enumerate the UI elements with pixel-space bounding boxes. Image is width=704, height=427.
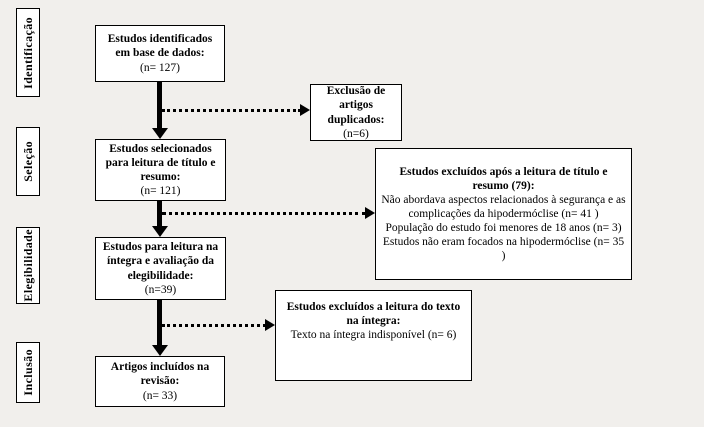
arrow-down-3-line — [157, 300, 162, 346]
stage-label-inclusao: Inclusão — [16, 342, 40, 403]
flow-box-identified: Estudos identificados em base de dados: … — [95, 25, 225, 82]
exclusion-reason: Texto na íntegra indisponível (n= 6) — [290, 329, 457, 342]
exclusion-box-title-abstract: Estudos excluídos após a leitura de títu… — [375, 148, 632, 280]
flow-box-screened: Estudos selecionados para leitura de tít… — [95, 139, 226, 201]
exclusion-box-title: Estudos excluídos a leitura do texto na … — [286, 301, 461, 328]
exclusion-reason: Não abordava aspectos relacionados à seg… — [381, 193, 626, 220]
exclusion-reason: Estudos não eram focados na hipodermócli… — [382, 236, 625, 263]
arrow-down-1-line — [157, 82, 162, 129]
exclusion-box-fulltext: Estudos excluídos a leitura do texto na … — [275, 290, 472, 381]
flow-box-title: Artigos incluídos na revisão: — [110, 361, 210, 388]
flow-box-included: Artigos incluídos na revisão: (n= 33) — [95, 356, 225, 407]
stage-label-text: Elegibilidade — [20, 229, 35, 302]
flow-box-title: Estudos selecionados para leitura de tít… — [105, 142, 216, 183]
flow-box-count: (n=39) — [144, 283, 177, 296]
exclusion-reason: População do estudo foi menores de 18 an… — [385, 222, 622, 234]
arrow-down-3-head — [152, 345, 168, 356]
flow-box-title: Estudos identificados em base de dados: — [107, 33, 213, 60]
stage-label-text: Inclusão — [20, 349, 35, 396]
exclusion-box-title: Exclusão de artigos duplicados: — [326, 85, 386, 126]
flow-box-count: (n= 33) — [142, 389, 178, 402]
arrow-down-2-line — [157, 201, 162, 227]
arrow-down-2-head — [152, 226, 168, 237]
stage-label-selecao: Seleção — [16, 127, 40, 196]
flow-box-title: Estudos para leitura na íntegra e avalia… — [102, 241, 219, 282]
flow-box-eligibility: Estudos para leitura na íntegra e avalia… — [95, 237, 226, 300]
exclusion-box-duplicates: Exclusão de artigos duplicados: (n=6) — [310, 84, 402, 141]
dotted-arrow-2-line — [162, 212, 366, 215]
stage-label-text: Identificação — [20, 16, 35, 89]
dotted-arrow-1-line — [162, 109, 301, 112]
stage-label-text: Seleção — [20, 141, 35, 182]
dotted-arrow-3-head — [265, 319, 275, 331]
arrow-down-1-head — [152, 128, 168, 139]
flow-box-count: (n= 127) — [139, 61, 181, 74]
stage-label-identificacao: Identificação — [16, 8, 40, 97]
stage-label-elegibilidade: Elegibilidade — [16, 227, 40, 304]
exclusion-box-count: (n=6) — [343, 127, 369, 140]
dotted-arrow-1-head — [300, 104, 310, 116]
dotted-arrow-3-line — [162, 324, 266, 327]
dotted-arrow-2-head — [365, 207, 375, 219]
exclusion-box-title: Estudos excluídos após a leitura de títu… — [399, 165, 608, 192]
flow-box-count: (n= 121) — [140, 185, 181, 198]
